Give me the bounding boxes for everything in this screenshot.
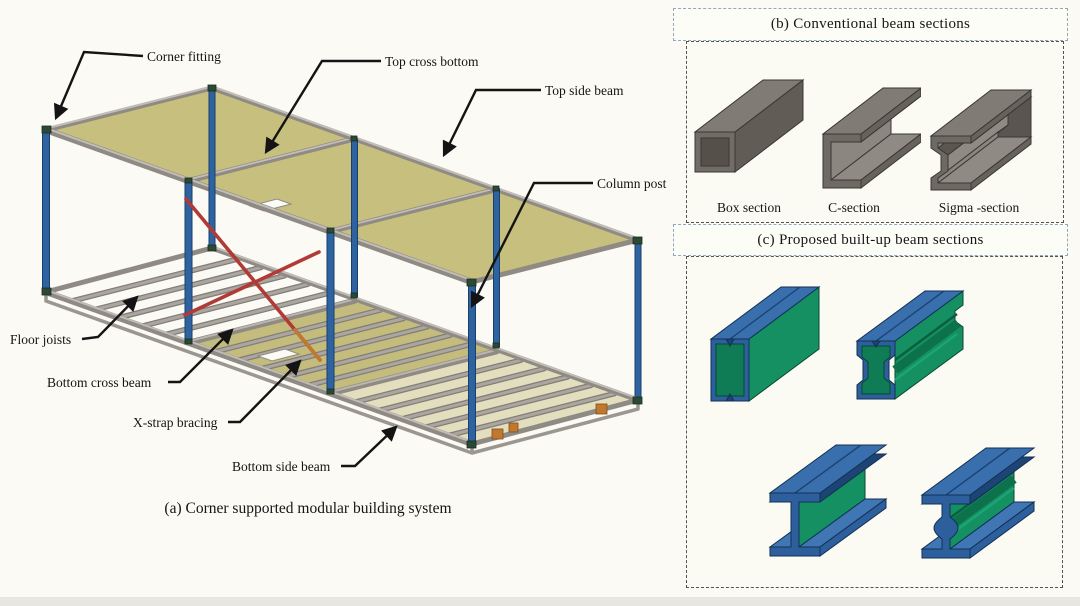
top-cross-beams [185,135,500,235]
corner-fittings [41,84,643,449]
panel-c-title-box: (c) Proposed built-up beam sections [673,224,1068,256]
panel-c-content-box [686,256,1063,588]
leader-corner-fitting [53,50,144,121]
label-column-post: Column post [597,176,667,191]
bottom-beam-blocks [491,403,608,440]
box-section-beam [693,78,805,174]
builtup-sigma-box-beam [855,290,965,400]
label-c-section: C-section [828,200,880,215]
panel-c-title: (c) Proposed built-up beam sections [757,231,984,248]
leader-column-post [470,181,593,309]
panel-a-caption: (a) Corner supported modular building sy… [164,500,451,517]
leader-floor-joists [81,295,139,341]
label-top-cross-bottom: Top cross bottom [385,54,479,69]
bottom-edge-strip [0,597,1080,606]
leader-bottom-side-beam [341,425,398,468]
builtup-i-beam [768,444,888,557]
panel-b-title-box: (b) Conventional beam sections [673,8,1068,41]
leader-x-strap-bracing [228,359,302,424]
label-corner-fitting: Corner fitting [147,49,221,64]
label-bottom-side-beam: Bottom side beam [232,459,331,474]
leader-top-side-beam [442,88,541,158]
x-strap-bracing-rods [183,197,322,362]
label-floor-joists: Floor joists [10,332,71,347]
roof-assembly [42,85,641,286]
sigma-section-beam [929,88,1033,192]
builtup-sigma-i-beam [920,447,1036,559]
leader-bottom-cross-beam [168,328,234,384]
part-labels: Corner fitting Top cross bottom Top side… [10,49,667,517]
modular-building-diagram: Corner fitting Top cross bottom Top side… [10,49,667,517]
builtup-box-beam [709,286,821,402]
c-section-beam [821,87,921,190]
floor-opening [256,348,301,362]
panel-b-content-box: Box section C-section Sigma -section [686,41,1064,223]
leader-top-cross-bottom [264,59,381,154]
label-sigma-section: Sigma -section [938,200,1020,215]
leader-lines [53,50,593,468]
label-top-side-beam: Top side beam [545,83,624,98]
label-box-section: Box section [716,200,782,215]
label-x-strap-bracing: X-strap bracing [133,415,218,430]
panel-b-title: (b) Conventional beam sections [770,16,971,32]
top-frame-beams [42,85,641,286]
roof-panel [44,87,640,283]
label-bottom-cross-beam: Bottom cross beam [47,375,152,390]
